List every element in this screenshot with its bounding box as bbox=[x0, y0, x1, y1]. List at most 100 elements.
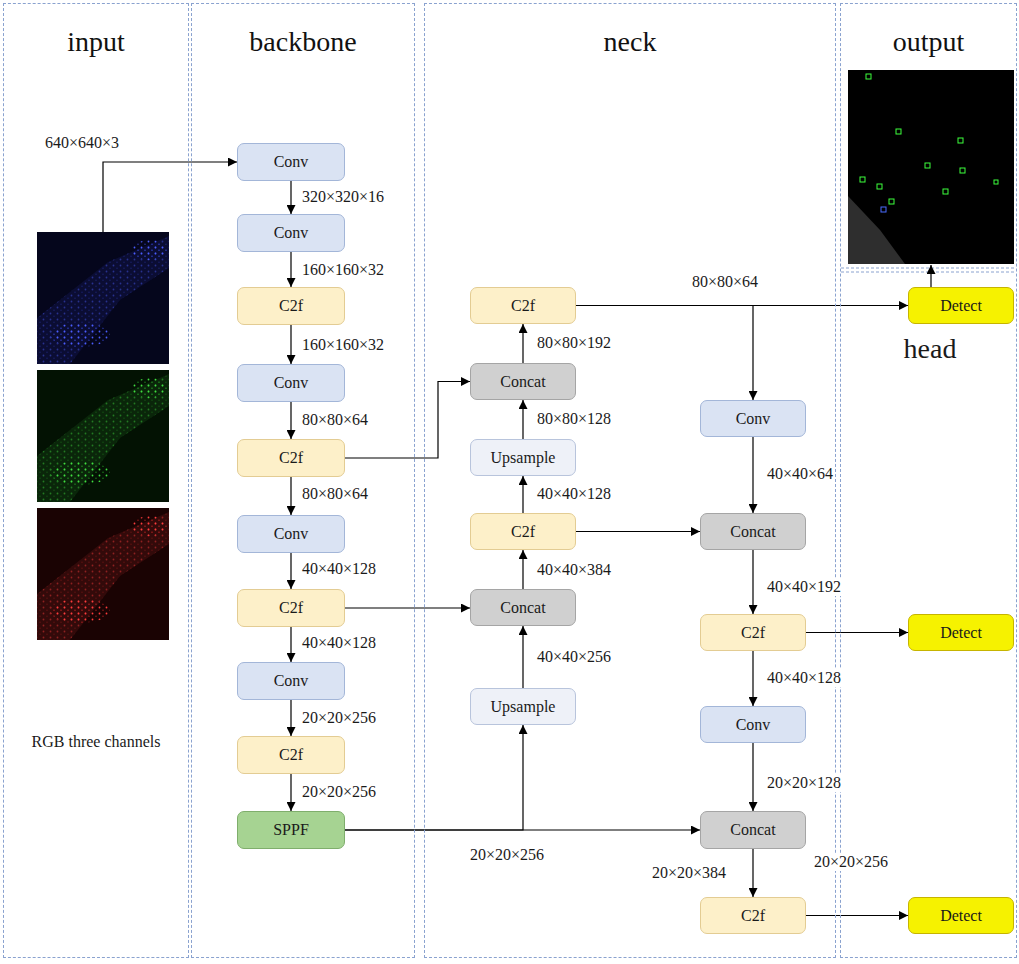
upsample-block: Upsample bbox=[470, 688, 576, 725]
conv-block: Conv bbox=[237, 214, 345, 252]
head-separator bbox=[841, 272, 1016, 273]
flow-arrow bbox=[752, 743, 753, 811]
block-label: C2f bbox=[279, 297, 303, 315]
dimension-label: 160×160×32 bbox=[300, 261, 386, 279]
c2f-block: C2f bbox=[700, 897, 806, 934]
conv-block: Conv bbox=[237, 364, 345, 402]
c2f-block: C2f bbox=[700, 614, 806, 651]
block-label: C2f bbox=[741, 624, 765, 642]
flow-arrow bbox=[290, 402, 291, 439]
dimension-label: 40×40×64 bbox=[765, 465, 835, 483]
flow-arrow bbox=[290, 477, 291, 515]
dimension-label: 160×160×32 bbox=[300, 336, 386, 354]
caption-text: RGB three channels bbox=[3, 732, 189, 752]
block-label: Conv bbox=[736, 410, 771, 428]
section-heading: head bbox=[880, 333, 980, 365]
block-label: C2f bbox=[279, 449, 303, 467]
dimension-label: 20×20×256 bbox=[300, 709, 378, 727]
block-label: SPPF bbox=[273, 821, 309, 839]
dimension-label: 80×80×64 bbox=[300, 485, 370, 503]
concat-block: Concat bbox=[470, 589, 576, 626]
head-separator bbox=[841, 268, 1016, 269]
dimension-label: 20×20×256 bbox=[812, 853, 890, 871]
c2f-block: C2f bbox=[237, 736, 345, 774]
dimension-label: 20×20×256 bbox=[300, 783, 378, 801]
flow-arrow bbox=[290, 627, 291, 662]
green-channel-image bbox=[37, 370, 169, 502]
block-label: C2f bbox=[511, 297, 535, 315]
block-label: Upsample bbox=[491, 698, 556, 716]
flow-arrow bbox=[290, 700, 291, 736]
stage-title: backbone bbox=[192, 26, 414, 58]
dimension-label: 40×40×192 bbox=[765, 578, 843, 596]
stage-title: input bbox=[4, 26, 188, 58]
dimension-label: 40×40×128 bbox=[300, 560, 378, 578]
c2f-block: C2f bbox=[470, 287, 576, 324]
detect-block: Detect bbox=[908, 287, 1014, 324]
block-label: Conv bbox=[274, 672, 309, 690]
block-label: C2f bbox=[511, 523, 535, 541]
dimension-label: 40×40×256 bbox=[535, 648, 613, 666]
flow-arrow bbox=[576, 306, 753, 401]
dimension-label: 20×20×256 bbox=[468, 846, 546, 864]
upsample-block: Upsample bbox=[470, 439, 576, 476]
flow-arrow bbox=[345, 607, 470, 608]
conv-block: Conv bbox=[237, 515, 345, 553]
block-label: Conv bbox=[274, 525, 309, 543]
block-label: C2f bbox=[279, 746, 303, 764]
dimension-label: 20×20×128 bbox=[765, 774, 843, 792]
flow-arrow bbox=[290, 553, 291, 589]
output-image bbox=[848, 70, 1014, 264]
sppf-block: SPPF bbox=[237, 811, 345, 849]
c2f-block: C2f bbox=[237, 589, 345, 627]
flow-arrow bbox=[752, 550, 753, 614]
block-label: Conv bbox=[274, 374, 309, 392]
detect-block: Detect bbox=[908, 614, 1014, 651]
concat-block: Concat bbox=[700, 811, 806, 849]
flow-arrow bbox=[290, 181, 291, 214]
block-label: Concat bbox=[730, 523, 775, 541]
flow-arrow bbox=[522, 550, 523, 589]
block-label: Detect bbox=[940, 907, 982, 925]
dimension-label: 80×80×64 bbox=[300, 411, 370, 429]
flow-arrow bbox=[522, 476, 523, 513]
block-label: Concat bbox=[500, 599, 545, 617]
conv-block: Conv bbox=[237, 662, 345, 700]
block-label: Conv bbox=[274, 224, 309, 242]
dimension-label: 20×20×384 bbox=[650, 864, 728, 882]
conv-block: Conv bbox=[700, 400, 806, 437]
block-label: Concat bbox=[500, 373, 545, 391]
block-label: C2f bbox=[279, 599, 303, 617]
c2f-block: C2f bbox=[237, 287, 345, 325]
stage-panel: input bbox=[3, 3, 189, 958]
block-label: C2f bbox=[741, 907, 765, 925]
dimension-label: 40×40×128 bbox=[535, 485, 613, 503]
concat-block: Concat bbox=[700, 513, 806, 550]
flow-arrow bbox=[752, 651, 753, 706]
dimension-label: 80×80×128 bbox=[535, 410, 613, 428]
input-arrow bbox=[103, 162, 237, 232]
c2f-block: C2f bbox=[470, 513, 576, 550]
stage-panel: neckC2fConcatUpsampleC2fConcatUpsampleCo… bbox=[424, 3, 836, 958]
red-channel-image bbox=[37, 508, 169, 640]
conv-block: Conv bbox=[700, 706, 806, 743]
flow-arrow bbox=[806, 632, 908, 633]
block-label: Conv bbox=[736, 716, 771, 734]
blue-channel-image bbox=[37, 232, 169, 364]
dimension-label: 80×80×192 bbox=[535, 334, 613, 352]
stage-title: output bbox=[841, 26, 1016, 58]
dimension-label: 40×40×128 bbox=[300, 634, 378, 652]
conv-block: Conv bbox=[237, 143, 345, 181]
output-arrow bbox=[930, 265, 931, 287]
block-label: Conv bbox=[274, 153, 309, 171]
concat-block: Concat bbox=[470, 363, 576, 400]
detect-block: Detect bbox=[908, 897, 1014, 934]
stage-title: neck bbox=[425, 26, 835, 58]
flow-arrow bbox=[576, 531, 700, 532]
c2f-block: C2f bbox=[237, 439, 345, 477]
